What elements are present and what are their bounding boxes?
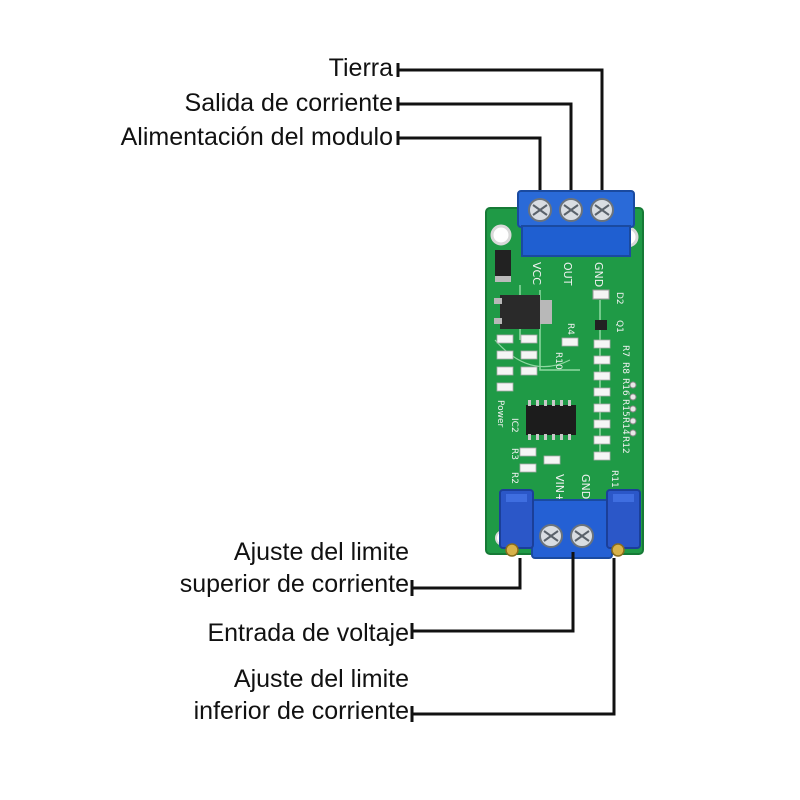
silk-r4: R4 [565,323,575,335]
silk-vin: VIN+ [553,474,566,502]
silk-ic2: IC2 [509,418,519,433]
transistor-q1 [595,320,607,330]
silk-q1: Q1 [614,320,624,333]
label-ajuste-limite-superior: Ajuste del limite superior de corriente [180,536,409,600]
voltage-regulator [500,295,540,329]
trimpot-upper-limit [499,489,534,557]
silk-gnd-bottom: GND [579,474,592,499]
silk-r14: R14 [620,417,630,435]
led-d2 [592,289,610,300]
silk-d2: D2 [614,292,624,305]
label-ajuste-limite-superior-line1: Ajuste del limite [233,538,409,566]
silk-power: Power [495,400,505,428]
silk-r15: R15 [620,399,630,417]
silk-gnd-top: GND [592,262,605,287]
silk-r11: R11 [609,470,619,488]
silk-r8: R8 [620,362,630,374]
silk-out: OUT [561,262,574,286]
label-ajuste-limite-inferior: Ajuste del limite inferior de corriente [194,663,409,727]
label-ajuste-limite-inferior-line2: inferior de corriente [193,697,409,725]
header-pins [629,381,637,437]
silk-r16: R16 [620,378,630,396]
silk-r2: R2 [509,472,519,484]
terminal-block-bottom [531,499,613,559]
silk-vcc: VCC [530,262,543,285]
label-salida-de-corriente: Salida de corriente [184,89,393,117]
callout-lines-bottom [410,552,616,722]
trimpot-lower-limit [606,489,641,557]
pcb-components [494,250,637,473]
label-tierra: Tierra [328,54,393,82]
callout-lines-top [396,63,604,196]
terminal-block-top [517,190,635,257]
diode [495,250,511,282]
silk-r12: R12 [620,436,630,454]
silk-r7: R7 [620,345,630,357]
op-amp-chip [526,405,576,435]
label-entrada-de-voltaje: Entrada de voltaje [207,619,409,647]
label-ajuste-limite-inferior-line1: Ajuste del limite [233,665,409,693]
silk-r3: R3 [509,448,519,460]
label-ajuste-limite-superior-line2: superior de corriente [179,570,409,598]
label-alimentacion-del-modulo: Alimentación del modulo [120,123,393,151]
silk-r10: R10 [553,352,563,370]
